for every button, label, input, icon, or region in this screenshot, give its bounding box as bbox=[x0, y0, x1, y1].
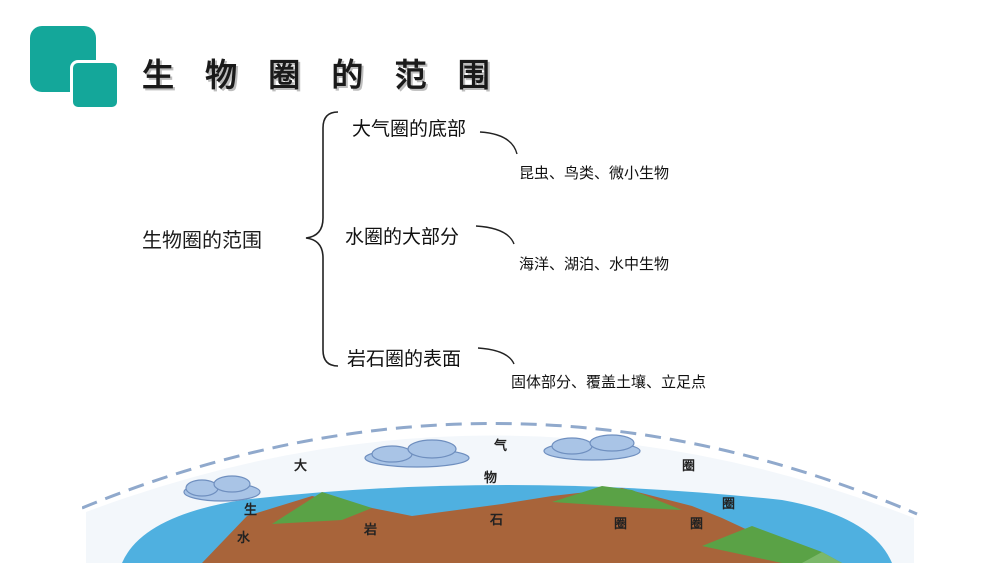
illus-char-lithosphere-2: 石 bbox=[489, 513, 503, 528]
illus-char-atmosphere-2: 气 bbox=[494, 438, 507, 454]
illus-char-lithosphere-1: 岩 bbox=[363, 522, 377, 538]
connector-2 bbox=[475, 225, 515, 245]
connector-1 bbox=[479, 131, 518, 155]
branch-hydrosphere: 水圈的大部分 bbox=[345, 226, 460, 248]
brace bbox=[305, 111, 339, 367]
illus-char-atmosphere-3: 圈 bbox=[682, 459, 695, 474]
illus-char-biosphere-2: 物 bbox=[484, 470, 497, 486]
cloud-left bbox=[183, 475, 261, 502]
detail-atmosphere: 昆虫、鸟类、微小生物 bbox=[519, 164, 670, 182]
illus-char-biosphere-1: 生 bbox=[244, 502, 257, 518]
illus-char-lithosphere-3: 圈 bbox=[614, 517, 627, 532]
detail-lithosphere: 固体部分、覆盖土壤、立足点 bbox=[511, 373, 707, 391]
illus-char-biosphere-3: 圈 bbox=[722, 497, 735, 512]
illus-char-atmosphere-1: 大 bbox=[294, 458, 307, 474]
biosphere-illustration: 大 气 圈 生 物 圈 岩 石 圈 水 圈 bbox=[82, 396, 922, 563]
hill-right-2 bbox=[702, 526, 842, 563]
illus-char-hydrosphere-1: 水 bbox=[237, 530, 251, 546]
branch-atmosphere: 大气圈的底部 bbox=[352, 118, 467, 140]
root-node-label: 生物圈的范围 bbox=[142, 228, 262, 252]
hill-right bbox=[552, 486, 682, 510]
page-title: 生 物 圈 的 范 围 bbox=[142, 56, 500, 94]
logo-square-front bbox=[70, 60, 120, 110]
atmosphere-boundary bbox=[82, 422, 918, 516]
cloud-right bbox=[543, 434, 641, 461]
illus-char-hydrosphere-2: 圈 bbox=[690, 517, 703, 532]
connector-3 bbox=[477, 347, 515, 365]
hill-left bbox=[272, 492, 372, 524]
branch-lithosphere: 岩石圈的表面 bbox=[347, 348, 462, 370]
cloud-middle bbox=[364, 439, 470, 468]
detail-hydrosphere: 海洋、湖泊、水中生物 bbox=[519, 255, 670, 273]
